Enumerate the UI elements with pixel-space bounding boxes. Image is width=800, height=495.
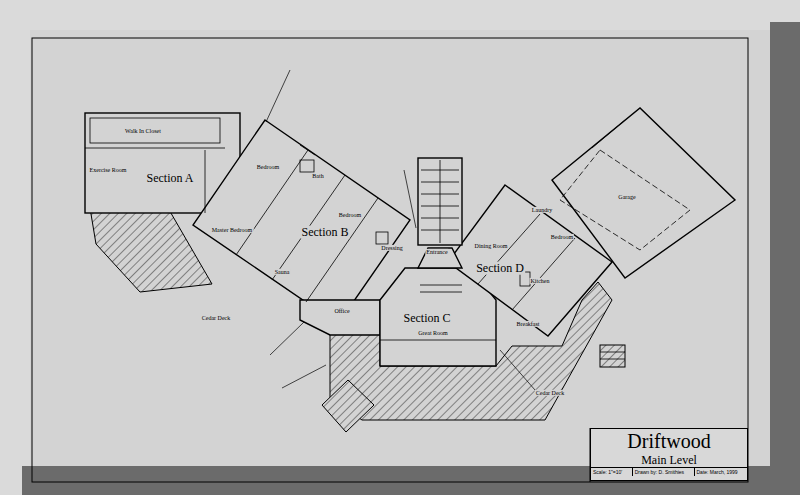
room-walls-part [193, 120, 410, 324]
project-title: Driftwood [591, 429, 747, 453]
interior-walls-part [205, 150, 206, 213]
sheet-background-part [770, 22, 800, 495]
interior-walls-part [420, 292, 462, 293]
room-label: Office [333, 308, 350, 314]
sheet-name: Main Level [591, 453, 747, 467]
sheet-info: Scale: 1"=10' [591, 468, 632, 476]
leader-lines [266, 70, 625, 390]
section-label: Section A [146, 172, 195, 185]
sheet-background-part [30, 30, 770, 466]
sheet-info: Drawn by: D. Smithies [632, 468, 694, 476]
interior-walls-part [376, 232, 388, 244]
section-label: Section D [475, 262, 525, 275]
room-walls-part [418, 158, 462, 245]
interior-walls-part [90, 118, 220, 143]
leader-lines-part [266, 70, 290, 122]
sheet-info: Date: March, 1999 [694, 468, 748, 476]
room-label: Bath [311, 173, 324, 179]
info-row: Scale: 1"=10'Drawn by: D. SmithiesDate: … [591, 467, 747, 476]
title-block: DriftwoodMain LevelScale: 1"=10'Drawn by… [590, 428, 748, 481]
room-walls [85, 108, 735, 366]
interior-walls-part [85, 148, 225, 149]
deck-hatch-part [322, 380, 374, 432]
interior-walls [85, 118, 690, 359]
leader-lines-part [270, 322, 304, 355]
room-label: Laundry [531, 207, 553, 213]
deck-hatch-part [600, 345, 625, 367]
interior-walls-part [236, 150, 308, 255]
room-label: Bedroom [256, 164, 280, 170]
room-walls-part [552, 108, 735, 278]
room-label: Bedroom [338, 212, 362, 218]
room-label: Breakfast [516, 321, 541, 327]
interior-walls-part [420, 285, 462, 286]
interior-walls-part [380, 340, 496, 341]
section-label: Section B [301, 226, 350, 239]
room-label: Sauna [274, 269, 291, 275]
leader-lines-part [282, 365, 326, 388]
room-label: Bedroom [550, 234, 574, 240]
interior-walls-part [600, 359, 625, 360]
room-label: Walk In Closet [124, 128, 162, 134]
room-label: Dressing [380, 245, 403, 251]
room-walls-part [300, 300, 380, 335]
room-label: Dining Room [474, 243, 509, 249]
room-label: Entrance [425, 249, 448, 255]
leader-lines-part [592, 120, 625, 148]
interior-walls-part [440, 160, 441, 243]
deck-hatch-part [90, 208, 212, 292]
interior-walls-part [560, 150, 690, 250]
interior-walls-part [306, 198, 378, 302]
section-label: Section C [403, 312, 452, 325]
room-walls-part [418, 248, 462, 268]
room-label: Garage [617, 194, 636, 200]
leader-lines-part [404, 170, 416, 228]
interior-walls-part [300, 145, 315, 155]
leader-lines-part [500, 350, 535, 390]
room-label: Kitchen [530, 278, 551, 284]
interior-walls-part [300, 160, 314, 172]
interior-walls-part [600, 352, 625, 353]
room-label: Master Bedroom [211, 227, 254, 233]
room-label: Cedar Deck [535, 390, 566, 396]
room-label: Great Room [417, 330, 449, 336]
room-label: Exercise Room [89, 167, 128, 173]
room-label: Cedar Deck [201, 315, 232, 321]
sheet-background-part [32, 38, 748, 482]
